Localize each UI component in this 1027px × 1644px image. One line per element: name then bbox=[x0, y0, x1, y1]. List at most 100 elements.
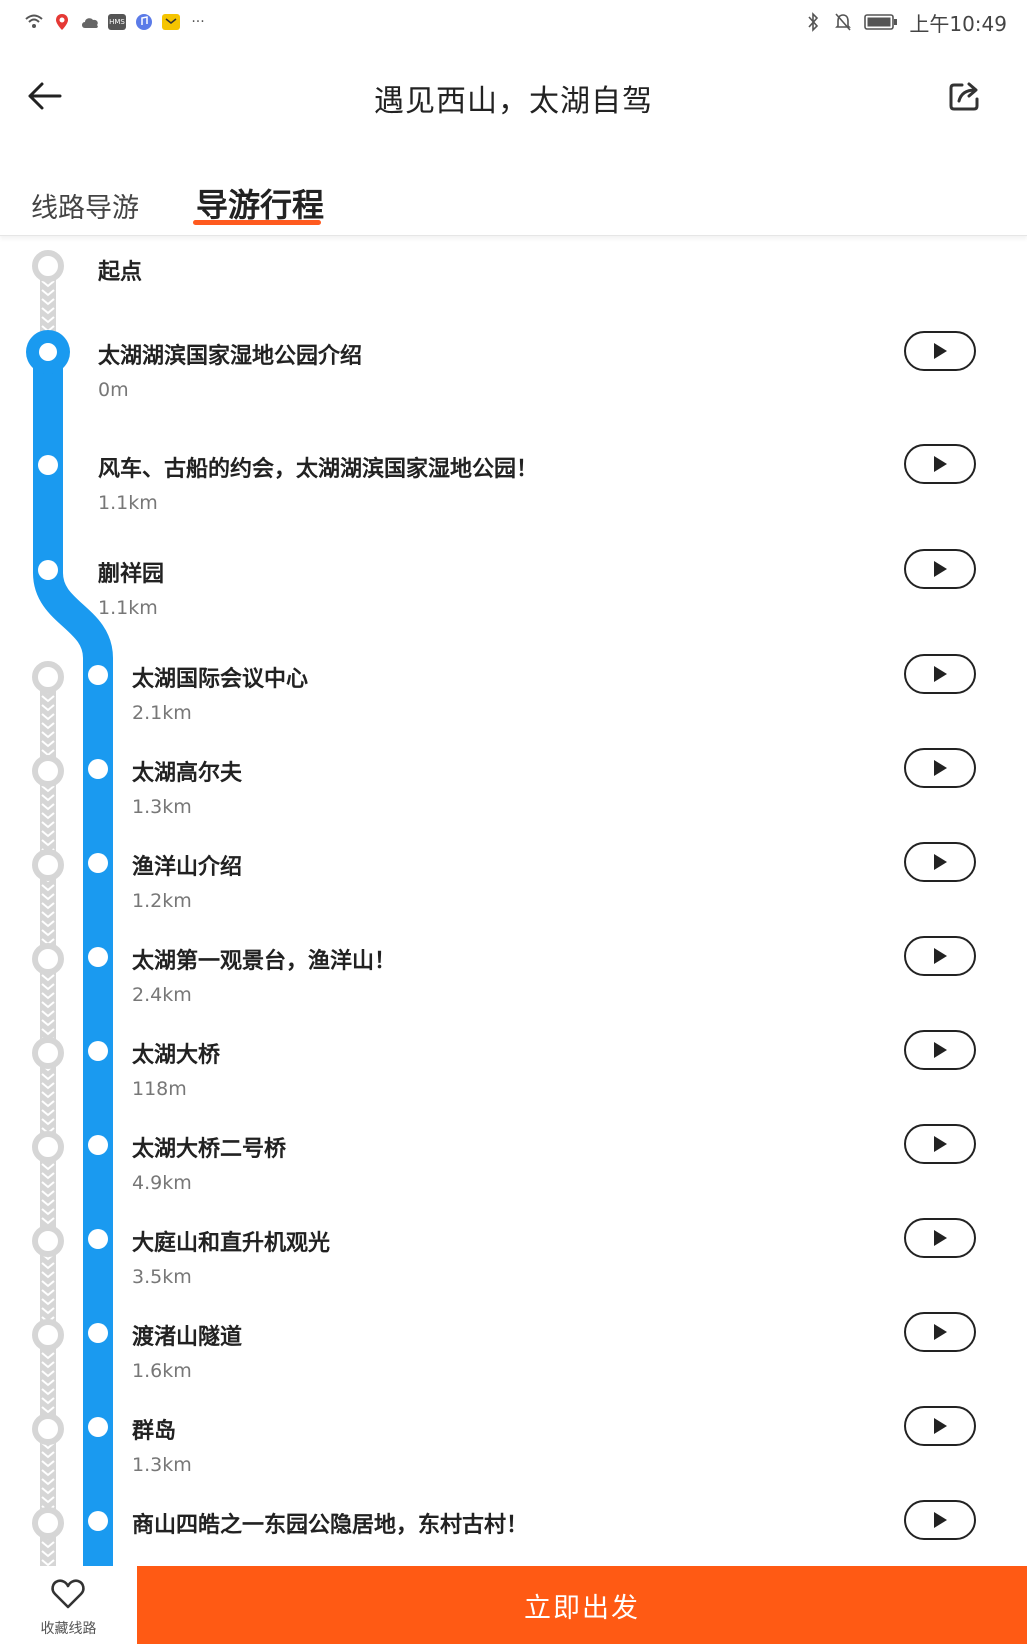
stop-dot bbox=[88, 1135, 108, 1155]
play-icon bbox=[934, 561, 947, 577]
play-audio-button[interactable] bbox=[904, 1500, 976, 1540]
stop-dot bbox=[88, 1229, 108, 1249]
play-audio-button[interactable] bbox=[904, 654, 976, 694]
itinerary-list: 起点 太湖湖滨国家湿地公园介绍 0m 风车、古船的约会，太湖湖滨国家湿地公园！1.1… bbox=[0, 238, 1027, 1566]
start-node bbox=[32, 250, 64, 282]
start-now-button[interactable]: 立即出发 bbox=[137, 1566, 1027, 1644]
play-audio-button[interactable] bbox=[904, 842, 976, 882]
stop-distance: 0m bbox=[98, 379, 129, 401]
battery-icon bbox=[863, 12, 899, 32]
gray-node bbox=[32, 1319, 64, 1351]
gray-node bbox=[32, 1037, 64, 1069]
stop-dot bbox=[88, 1417, 108, 1437]
stop-dot bbox=[88, 1511, 108, 1531]
play-audio-button[interactable] bbox=[904, 1406, 976, 1446]
stop-distance: 4.9km bbox=[132, 1172, 192, 1194]
stop-distance: 3.5km bbox=[132, 1266, 192, 1288]
stop-distance: 1.3km bbox=[132, 796, 192, 818]
play-audio-button[interactable] bbox=[904, 1124, 976, 1164]
share-icon bbox=[949, 82, 979, 111]
itinerary-stop-row[interactable]: 太湖湖滨国家湿地公园介绍 0m bbox=[0, 331, 1027, 428]
play-icon bbox=[934, 760, 947, 776]
stop-name: 太湖湖滨国家湿地公园介绍 bbox=[98, 344, 363, 369]
stop-distance: 2.1km bbox=[132, 702, 192, 724]
play-icon bbox=[934, 1042, 947, 1058]
itinerary-stop-row[interactable]: 风车、古船的约会，太湖湖滨国家湿地公园！1.1km bbox=[0, 444, 1027, 541]
itinerary-stop-row[interactable]: 太湖大桥 118m bbox=[0, 1030, 1027, 1127]
favorite-route-label: 收藏线路 bbox=[40, 1621, 97, 1637]
itinerary-stop-row[interactable]: 太湖高尔夫 1.3km bbox=[0, 748, 1027, 845]
stop-dot bbox=[88, 1323, 108, 1343]
stop-name: 商山四皓之一东园公隐居地，东村古村！ bbox=[132, 1513, 529, 1538]
play-icon bbox=[934, 1324, 947, 1340]
play-audio-button[interactable] bbox=[904, 331, 976, 371]
bottom-bar: 收藏线路 立即出发 bbox=[0, 1566, 1027, 1644]
stop-dot bbox=[88, 853, 108, 873]
stop-name: 太湖大桥二号桥 bbox=[132, 1137, 287, 1162]
itinerary-stop-row[interactable]: 群岛 1.3km bbox=[0, 1406, 1027, 1503]
play-audio-button[interactable] bbox=[904, 1030, 976, 1070]
tab-route-guide[interactable]: 线路导游 bbox=[31, 193, 139, 224]
play-audio-button[interactable] bbox=[904, 1312, 976, 1352]
play-icon bbox=[934, 1512, 947, 1528]
play-audio-button[interactable] bbox=[904, 549, 976, 589]
hms-app-icon: HMS bbox=[108, 14, 126, 30]
stop-dot bbox=[38, 560, 58, 580]
play-icon bbox=[934, 1230, 947, 1246]
mail-app-icon bbox=[162, 14, 180, 30]
stop-name: 群岛 bbox=[132, 1419, 177, 1444]
stop-name: 风车、古船的约会，太湖湖滨国家湿地公园！ bbox=[98, 457, 539, 482]
back-button[interactable] bbox=[20, 72, 68, 120]
start-point-label: 起点 bbox=[98, 260, 143, 285]
play-icon bbox=[934, 456, 947, 472]
itinerary-stop-row[interactable]: 太湖大桥二号桥 4.9km bbox=[0, 1124, 1027, 1221]
page-title: 遇见西山，太湖自驾 bbox=[374, 84, 653, 119]
stop-distance: 1.3km bbox=[132, 1454, 192, 1476]
status-bar: HMS ··· 上午10:49 bbox=[0, 0, 1027, 44]
gray-node bbox=[32, 1131, 64, 1163]
tab-guide-itinerary[interactable]: 导游行程 bbox=[196, 186, 325, 224]
itinerary-stop-row[interactable]: 商山四皓之一东园公隐居地，东村古村！ bbox=[0, 1500, 1027, 1566]
stop-name: 太湖大桥 bbox=[132, 1043, 221, 1068]
stop-distance: 118m bbox=[132, 1078, 187, 1100]
status-time: 上午10:49 bbox=[909, 11, 1007, 36]
gray-node bbox=[32, 849, 64, 881]
stop-name: 大庭山和直升机观光 bbox=[132, 1231, 331, 1256]
more-indicator: ··· bbox=[191, 14, 205, 30]
map-pin-icon bbox=[52, 12, 72, 32]
itinerary-stop-row[interactable]: 渡渚山隧道 1.6km bbox=[0, 1312, 1027, 1409]
route-track bbox=[26, 250, 113, 1566]
stop-name: 太湖第一观景台，渔洋山！ bbox=[132, 949, 397, 974]
favorite-route-button[interactable]: 收藏线路 bbox=[0, 1566, 137, 1644]
stop-dot bbox=[88, 665, 108, 685]
play-audio-button[interactable] bbox=[904, 748, 976, 788]
gray-node bbox=[32, 661, 64, 693]
gray-node bbox=[32, 1225, 64, 1257]
header: 遇见西山，太湖自驾 bbox=[0, 60, 1027, 134]
stop-name: 太湖高尔夫 bbox=[132, 761, 243, 786]
bluetooth-icon bbox=[803, 12, 823, 32]
play-audio-button[interactable] bbox=[904, 936, 976, 976]
arrow-left-icon bbox=[28, 82, 62, 110]
music-app-icon bbox=[134, 12, 154, 32]
stop-name: 蒯祥园 bbox=[98, 562, 165, 587]
share-button[interactable] bbox=[943, 74, 987, 118]
itinerary-stop-row[interactable]: 太湖第一观景台，渔洋山！2.4km bbox=[0, 936, 1027, 1033]
status-icons-left: HMS ··· bbox=[24, 8, 208, 36]
stop-distance: 1.6km bbox=[132, 1360, 192, 1382]
play-icon bbox=[934, 1418, 947, 1434]
itinerary-stop-row[interactable]: 大庭山和直升机观光 3.5km bbox=[0, 1218, 1027, 1315]
cloud-icon bbox=[80, 12, 100, 32]
stop-distance: 1.2km bbox=[132, 890, 192, 912]
stop-dot bbox=[38, 455, 58, 475]
play-icon bbox=[934, 343, 947, 359]
play-audio-button[interactable] bbox=[904, 1218, 976, 1258]
stop-dot bbox=[88, 947, 108, 967]
play-audio-button[interactable] bbox=[904, 444, 976, 484]
stop-name: 渡渚山隧道 bbox=[132, 1325, 243, 1350]
gray-node bbox=[32, 1507, 64, 1539]
